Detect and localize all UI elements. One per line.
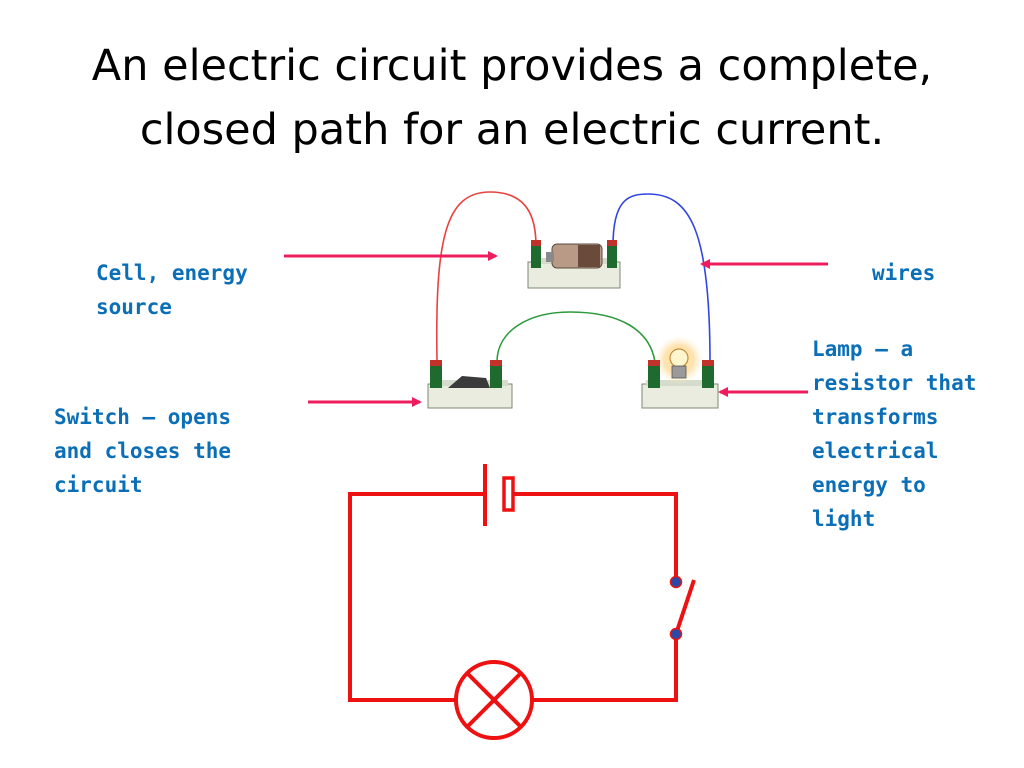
schematic-wire-bottom	[532, 636, 678, 702]
schematic-diagram	[348, 464, 696, 740]
slide-title: An electric circuit provides a complete,…	[91, 41, 933, 155]
battery-icon	[527, 240, 621, 289]
switch-symbol	[674, 579, 696, 635]
lamp-symbol	[454, 660, 534, 740]
lamp-label: Lamp – a resistor that transforms electr…	[812, 337, 977, 531]
cell-label: Cell, energy source	[96, 261, 248, 319]
lamp-icon	[641, 336, 719, 409]
switch-contact-bottom	[669, 627, 683, 641]
cell-symbol	[483, 464, 515, 526]
wire-blue	[612, 193, 711, 363]
switch-icon	[427, 360, 513, 409]
switch-contact-top	[669, 575, 683, 589]
wire-red	[435, 191, 537, 363]
schematic-wire-left	[348, 492, 485, 702]
schematic-wire-right	[514, 492, 678, 582]
switch-label: Switch – opens and closes the circuit	[54, 405, 232, 497]
wires-label: wires	[872, 261, 936, 285]
wire-green	[496, 311, 656, 363]
